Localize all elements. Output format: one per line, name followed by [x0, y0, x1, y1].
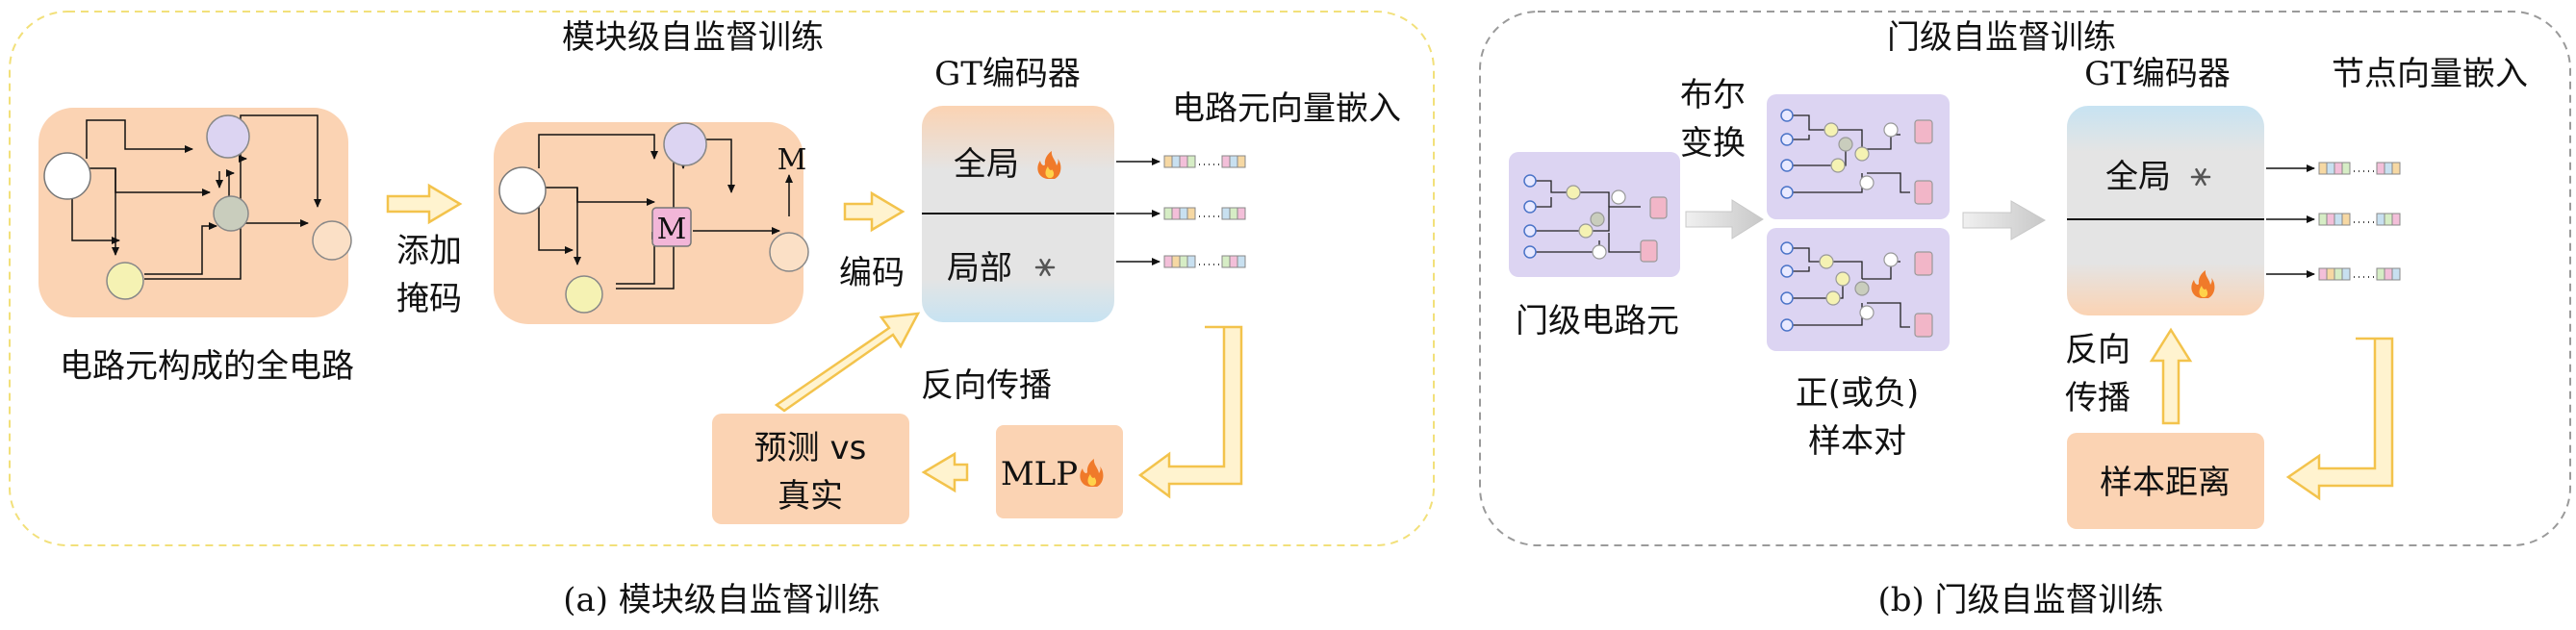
sample-circuit-bottom: [1767, 228, 1950, 351]
mlp-box: [996, 425, 1123, 518]
bent-arrow-to-mlp: [1137, 325, 1243, 499]
snowflake-icon: [2190, 167, 2211, 187]
encoder-b-title: GT编码器: [2084, 55, 2231, 93]
panel-b-title: 门级自监督训练: [1887, 18, 2116, 57]
gt-encoder-b: [2067, 106, 2264, 315]
distance-label: 样本距离: [2100, 464, 2231, 502]
panel-b-border: [1479, 11, 2571, 546]
bool-label-line1: 布尔: [1680, 76, 1746, 114]
predict-label-line1: 预测 vs: [754, 429, 867, 467]
caption-a: (a) 模块级自监督训练: [563, 581, 880, 619]
mask-token-label-2: M: [778, 143, 807, 177]
backprop-arrow-a: [774, 312, 921, 413]
backprop-arrow-b: [2149, 327, 2193, 425]
panel-a-title: 模块级自监督训练: [562, 18, 824, 57]
bent-arrow-to-distance: [2285, 337, 2394, 501]
add-mask-arrow: [386, 183, 463, 225]
sample-distance-box: [2067, 433, 2264, 529]
gt-encoder-a: [922, 106, 1114, 322]
gate-circuit-label: 门级电路元: [1516, 302, 1679, 340]
fire-icon: [1080, 459, 1104, 487]
embedding-label-b: 节点向量嵌入: [2332, 55, 2528, 93]
embedding-label-a: 电路元向量嵌入: [1172, 89, 1401, 128]
encoder-a-output-arrows: [1116, 158, 1160, 265]
local-label-a: 局部: [947, 249, 1012, 288]
sample-circuit-top: [1767, 94, 1950, 219]
pairs-label-line2: 样本对: [1808, 422, 1906, 461]
encode-arrow: [843, 190, 905, 233]
encoder-a-title: GT编码器: [934, 55, 1081, 93]
backprop-label-a: 反向传播: [921, 366, 1052, 405]
predict-vs-real-box: [712, 414, 909, 524]
embedding-vectors-b: [2318, 162, 2401, 281]
fire-icon: [1037, 151, 1061, 179]
predict-label-line2: 真实: [778, 477, 843, 516]
backprop-label-b-line2: 传播: [2065, 379, 2130, 417]
bool-label-line2: 变换: [1680, 124, 1746, 163]
full-circuit-label: 电路元构成的全电路: [60, 347, 354, 386]
snowflake-icon: [1034, 258, 1056, 277]
encoder-b-output-arrows: [2266, 164, 2315, 278]
masked-circuit: M M: [494, 122, 809, 324]
gate-level-circuit: [1509, 152, 1680, 277]
caption-b: (b) 门级自监督训练: [1877, 581, 2163, 619]
mask-token-label: M: [657, 213, 687, 246]
fire-icon: [2191, 270, 2215, 298]
global-label-a: 全局: [954, 145, 1019, 184]
bool-transform-arrow: [1685, 199, 1764, 239]
mlp-label: MLP: [1001, 455, 1078, 493]
embedding-vectors-a: [1163, 155, 1246, 268]
panel-a-border: [9, 11, 1435, 546]
global-label-b: 全局: [2105, 158, 2171, 196]
pairs-to-encoder-arrow: [1962, 200, 2047, 240]
add-mask-label-line1: 添加: [396, 232, 462, 270]
add-mask-label-line2: 掩码: [396, 280, 462, 318]
backprop-label-b-line1: 反向: [2065, 331, 2130, 369]
mask-token-box: [651, 207, 692, 247]
encode-label: 编码: [839, 254, 905, 292]
full-circuit: [38, 108, 352, 317]
pairs-label-line1: 正(或负): [1796, 374, 1920, 413]
mlp-to-predict-arrow: [921, 451, 969, 493]
